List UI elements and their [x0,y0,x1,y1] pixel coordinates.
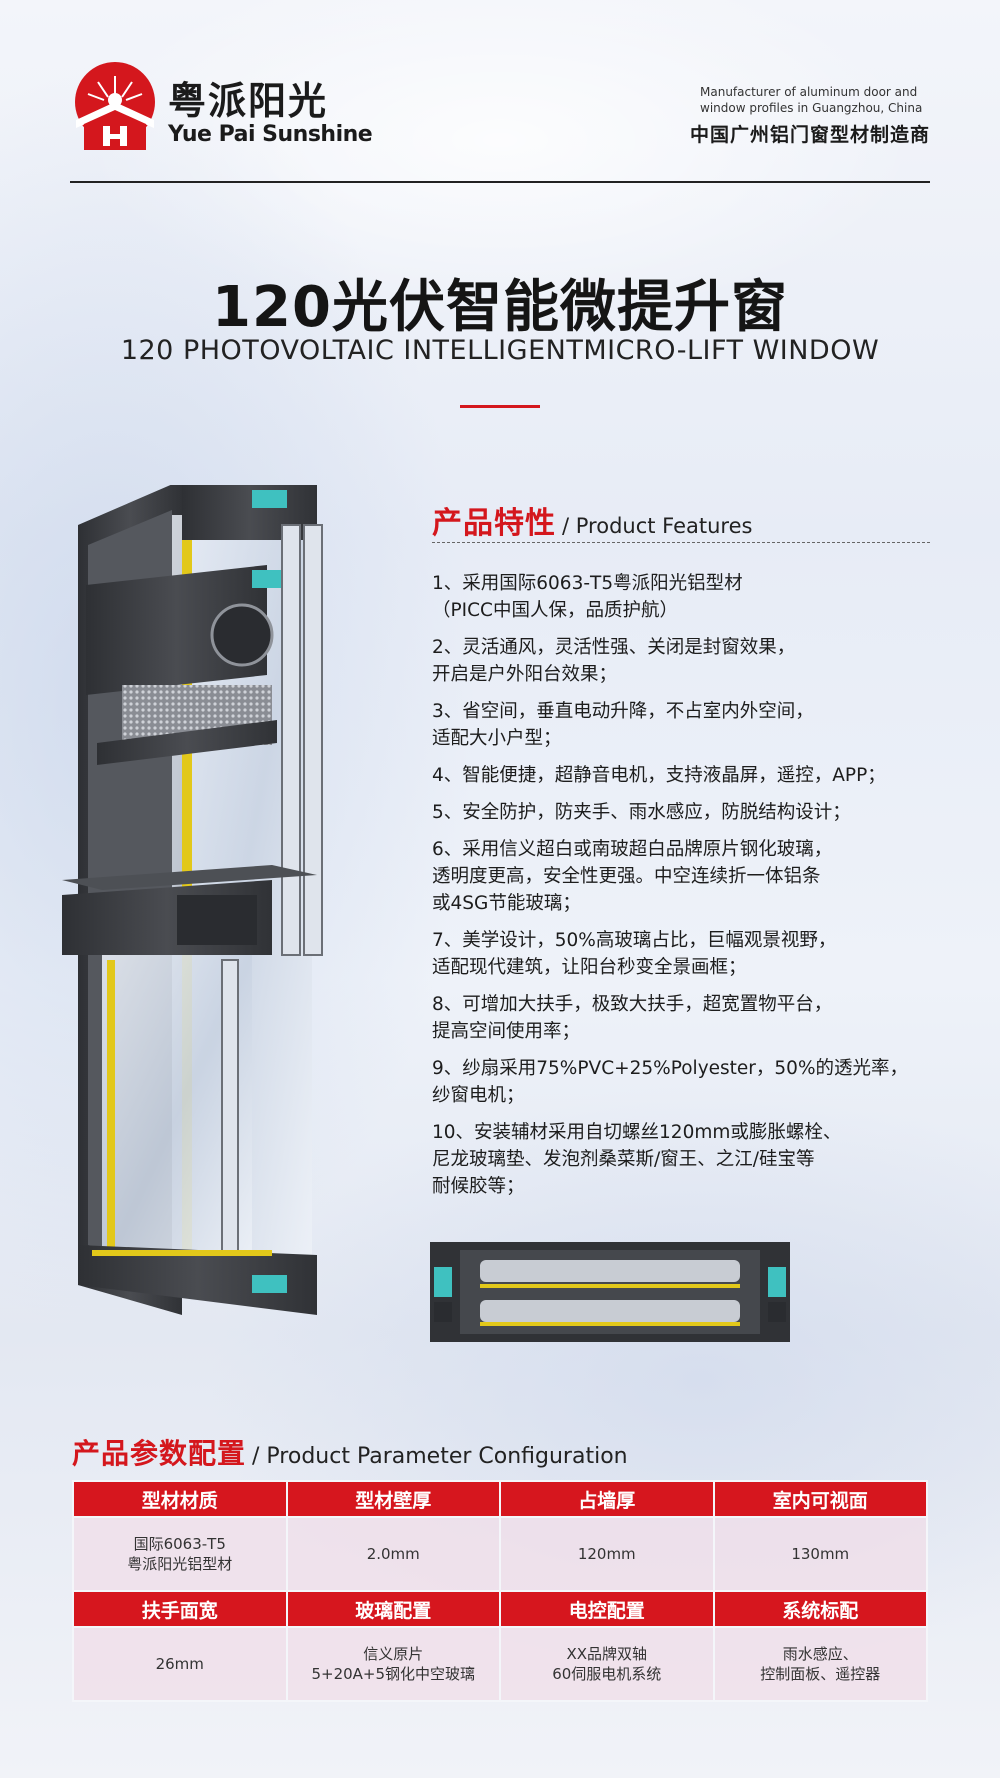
window-section-illustration [62,485,323,1315]
table-header-cell: 型材壁厚 [285,1480,501,1518]
manufacturer-tagline-cn: 中国广州铝门窗型材制造商 [689,124,930,146]
sunburst-house-logo-icon [75,62,155,150]
product-title-en: 120 PHOTOVOLTAIC INTELLIGENTMICRO-LIFT W… [120,335,880,366]
features-heading-en: / Product Features [562,514,753,538]
table-cell: 120mm [499,1516,715,1592]
features-divider [432,542,930,543]
profile-section-illustration [430,1242,790,1342]
table-cell: XX品牌双轴 60伺服电机系统 [499,1626,715,1702]
params-heading: 产品参数配置/ Product Parameter Configuration [72,1432,932,1476]
table-cell: 26mm [72,1626,288,1702]
table-header-row: 扶手面宽 玻璃配置 电控配置 系统标配 [72,1590,928,1628]
brand-name-cn: 粤派阳光 [168,79,329,123]
header-divider [70,181,930,183]
feature-item: 7、美学设计，50%高玻璃占比，巨幅观景视野， 适配现代建筑，让阳台秒变全景画框… [432,930,837,978]
table-header-cell: 电控配置 [499,1590,715,1628]
table-cell: 130mm [712,1516,928,1592]
feature-item: 6、采用信义超白或南玻超白品牌原片钢化玻璃， 透明度更高，安全性更强。中空连续折… [432,839,833,914]
manufacturer-tagline-en: Manufacturer of aluminum door and window… [700,85,923,115]
table-cell: 雨水感应、 控制面板、遥控器 [712,1626,928,1702]
feature-item: 9、纱扇采用75%PVC+25%Polyester，50%的透光率， 纱窗电机； [432,1058,909,1106]
table-row: 26mm 信义原片 5+20A+5钢化中空玻璃 XX品牌双轴 60伺服电机系统 … [72,1626,928,1702]
page-header: 粤派阳光 Yue Pai Sunshine Manufacturer of al… [70,62,930,162]
feature-item: 4、智能便捷，超静音电机，支持液晶屏，遥控，APP； [432,765,886,786]
features-heading: 产品特性/ Product Features [432,498,930,544]
table-header-cell: 扶手面宽 [72,1590,288,1628]
table-header-row: 型材材质 型材壁厚 占墙厚 室内可视面 [72,1480,928,1518]
features-heading-cn: 产品特性 [432,506,556,541]
feature-item: 3、省空间，垂直电动升降，不占室内外空间， 适配大小户型； [432,701,814,749]
features-list: 1、采用国际6063-T5粤派阳光铝型材 （PICC中国人保，品质护航） 2、灵… [432,570,952,1210]
table-header-cell: 占墙厚 [499,1480,715,1518]
params-table: 型材材质 型材壁厚 占墙厚 室内可视面 国际6063-T5 粤派阳光铝型材 2.… [72,1480,928,1702]
feature-item: 2、灵活通风，灵活性强、关闭是封窗效果， 开启是户外阳台效果； [432,637,796,685]
table-header-cell: 系统标配 [712,1590,928,1628]
table-header-cell: 型材材质 [72,1480,288,1518]
table-cell: 信义原片 5+20A+5钢化中空玻璃 [285,1626,501,1702]
feature-item: 1、采用国际6063-T5粤派阳光铝型材 （PICC中国人保，品质护航） [432,573,743,621]
feature-item: 10、安装辅材采用自切螺丝120mm或膨胀螺栓、 尼龙玻璃垫、发泡剂桑菜斯/窗王… [432,1122,842,1197]
params-heading-en: / Product Parameter Configuration [252,1444,628,1469]
table-cell: 2.0mm [285,1516,501,1592]
table-cell: 国际6063-T5 粤派阳光铝型材 [72,1516,288,1592]
product-title-cn: 120光伏智能微提升窗 [212,275,788,340]
feature-item: 5、安全防护，防夹手、雨水感应，防脱结构设计； [432,802,851,823]
title-accent-line [460,405,540,408]
brand-name-en: Yue Pai Sunshine [168,122,373,147]
params-heading-cn: 产品参数配置 [72,1437,247,1470]
table-header-cell: 室内可视面 [712,1480,928,1518]
table-row: 国际6063-T5 粤派阳光铝型材 2.0mm 120mm 130mm [72,1516,928,1592]
table-header-cell: 玻璃配置 [285,1590,501,1628]
feature-item: 8、可增加大扶手，极致大扶手，超宽置物平台， 提高空间使用率； [432,994,833,1042]
